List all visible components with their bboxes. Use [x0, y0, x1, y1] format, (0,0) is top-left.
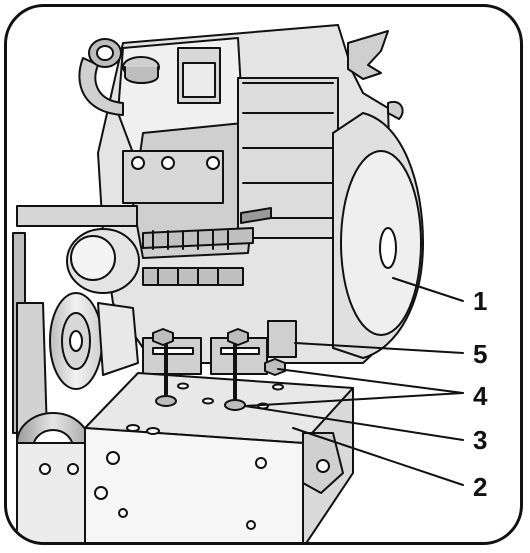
leader-2 [292, 427, 464, 486]
callout-2: 2 [473, 472, 487, 502]
engine [16, 24, 424, 364]
drive-pulley [49, 292, 139, 390]
base-plate [39, 343, 354, 542]
leader-1 [392, 277, 464, 302]
oil-filter [66, 228, 140, 294]
callout-5: 5 [473, 339, 487, 369]
engine-mount-diagram: 1 5 4 3 2 [12, 24, 488, 542]
leader-4a [277, 368, 464, 394]
callout-1: 1 [473, 286, 487, 316]
illustration-frame: 1 5 4 3 2 [4, 4, 523, 545]
leader-4b [244, 392, 464, 407]
leader-lines [244, 277, 464, 486]
engine-mounts [142, 328, 286, 376]
callout-3: 3 [473, 425, 487, 455]
callout-labels: 1 5 4 3 2 [473, 286, 488, 502]
leader-3 [244, 405, 464, 441]
callout-4: 4 [473, 381, 488, 411]
leader-5 [294, 342, 464, 354]
